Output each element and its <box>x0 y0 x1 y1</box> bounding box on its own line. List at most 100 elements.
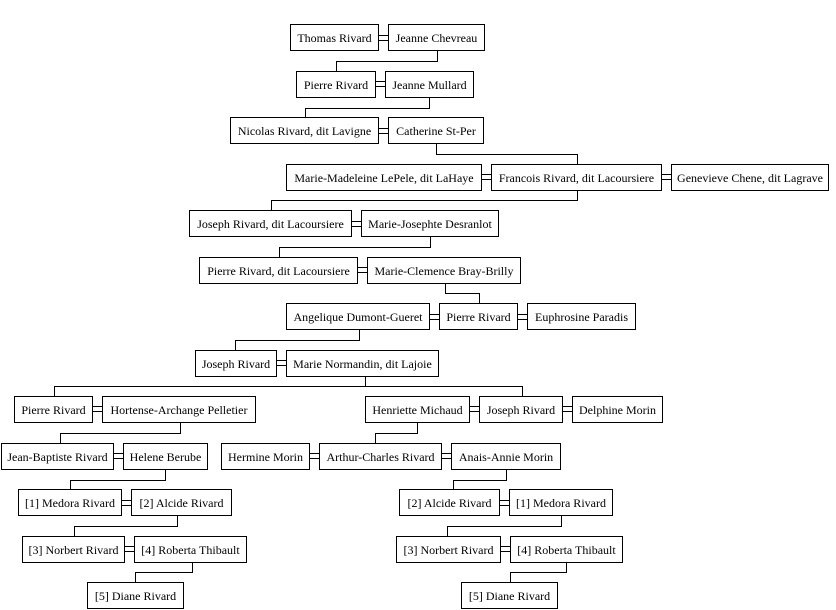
connector-line <box>192 563 193 572</box>
connector-line <box>445 293 480 294</box>
connector-line <box>271 200 578 201</box>
marriage-symbol <box>482 174 491 180</box>
marriage-symbol <box>352 221 361 227</box>
connector-line <box>235 340 360 341</box>
connector-line <box>279 247 431 248</box>
person-box[interactable]: Marie Normandin, dit Lajoie <box>286 350 439 377</box>
connector-line <box>336 61 337 71</box>
person-box[interactable]: Pierre Rivard, dit Lacoursiere <box>199 257 358 284</box>
connector-line <box>180 423 181 433</box>
person-box[interactable]: [2] Alcide Rivard <box>131 489 232 516</box>
marriage-symbol <box>442 453 451 459</box>
person-box[interactable]: [5] Diane Rivard <box>461 582 558 609</box>
marriage-symbol <box>501 546 510 552</box>
person-box[interactable]: Genevieve Chene, dit Lagrave <box>671 164 829 191</box>
connector-line <box>54 386 523 387</box>
person-box[interactable]: Catherine St-Per <box>388 117 484 144</box>
person-box[interactable]: Pierre Rivard <box>296 71 376 98</box>
marriage-symbol <box>430 314 439 320</box>
person-box[interactable]: [3] Norbert Rivard <box>22 536 125 563</box>
marriage-symbol <box>376 81 385 87</box>
connector-line <box>436 154 578 155</box>
connector-line <box>566 563 567 572</box>
person-box[interactable]: Marie-Madeleine LePele, dit LaHaye <box>286 164 482 191</box>
person-box[interactable]: [4] Roberta Thibault <box>134 536 247 563</box>
person-box[interactable]: Pierre Rivard <box>14 396 93 423</box>
person-box[interactable]: Jeanne Mullard <box>385 71 474 98</box>
person-box[interactable]: Joseph Rivard <box>195 350 277 377</box>
person-box[interactable]: Henriette Michaud <box>365 396 470 423</box>
connector-line <box>177 516 178 526</box>
marriage-symbol <box>379 128 388 134</box>
person-box[interactable]: Jeanne Chevreau <box>388 24 485 51</box>
person-box[interactable]: Delphine Morin <box>572 396 663 423</box>
connector-line <box>365 376 366 386</box>
connector-line <box>359 330 360 340</box>
connector-line <box>235 340 236 350</box>
marriage-symbol <box>358 267 367 273</box>
person-box[interactable]: Jean-Baptiste Rivard <box>1 443 114 470</box>
connector-line <box>375 433 376 443</box>
connector-line <box>510 572 511 582</box>
connector-line <box>336 61 438 62</box>
marriage-symbol <box>93 406 102 412</box>
connector-line <box>436 144 437 154</box>
connector-line <box>271 200 272 210</box>
connector-line <box>375 433 418 434</box>
connector-line <box>561 516 562 526</box>
connector-line <box>135 572 136 582</box>
connector-line <box>430 237 431 247</box>
marriage-symbol <box>379 35 388 41</box>
person-box[interactable]: Hermine Morin <box>221 443 310 470</box>
person-box[interactable]: Nicolas Rivard, dit Lavigne <box>230 117 379 144</box>
person-box[interactable]: [2] Alcide Rivard <box>399 489 500 516</box>
connector-line <box>60 433 61 443</box>
connector-line <box>447 526 562 527</box>
connector-line <box>305 108 430 109</box>
person-box[interactable]: [4] Roberta Thibault <box>510 536 623 563</box>
person-box[interactable]: [1] Medora Rivard <box>509 489 613 516</box>
person-box[interactable]: Hortense-Archange Pelletier <box>102 396 256 423</box>
connector-line <box>447 526 448 536</box>
person-box[interactable]: Arthur-Charles Rivard <box>319 443 442 470</box>
connector-line <box>577 154 578 164</box>
connector-line <box>60 433 181 434</box>
person-box[interactable]: Euphrosine Paradis <box>527 303 636 330</box>
connector-line <box>522 386 523 396</box>
connector-line <box>417 423 418 433</box>
marriage-symbol <box>125 546 134 552</box>
person-box[interactable]: [1] Medora Rivard <box>18 489 122 516</box>
connector-line <box>429 98 430 108</box>
connector-line <box>70 480 166 481</box>
person-box[interactable]: Anais-Annie Morin <box>451 443 561 470</box>
connector-line <box>54 386 55 396</box>
connector-line <box>506 470 507 480</box>
person-box[interactable]: Joseph Rivard <box>479 396 563 423</box>
person-box[interactable]: [3] Norbert Rivard <box>396 536 501 563</box>
connector-line <box>577 190 578 200</box>
person-box[interactable]: Angelique Dumont-Gueret <box>286 303 430 330</box>
marriage-symbol <box>277 360 286 366</box>
connector-line <box>510 572 567 573</box>
person-box[interactable]: Marie-Josephte Desranlot <box>361 210 499 237</box>
marriage-symbol <box>500 500 509 506</box>
connector-line <box>479 293 480 303</box>
marriage-symbol <box>470 406 479 412</box>
connector-line <box>74 526 178 527</box>
connector-line <box>74 526 75 536</box>
marriage-symbol <box>122 500 131 506</box>
connector-line <box>135 572 193 573</box>
person-box[interactable]: Joseph Rivard, dit Lacoursiere <box>189 210 352 237</box>
marriage-symbol <box>310 453 319 459</box>
marriage-symbol <box>662 174 671 180</box>
person-box[interactable]: Marie-Clemence Bray-Brilly <box>367 257 521 284</box>
person-box[interactable]: Helene Berube <box>123 443 208 470</box>
connector-line <box>279 247 280 257</box>
person-box[interactable]: Francois Rivard, dit Lacoursiere <box>491 164 662 191</box>
person-box[interactable]: Thomas Rivard <box>290 24 379 51</box>
person-box[interactable]: Pierre Rivard <box>439 303 518 330</box>
marriage-symbol <box>563 406 572 412</box>
person-box[interactable]: [5] Diane Rivard <box>87 582 184 609</box>
marriage-symbol <box>114 453 123 459</box>
